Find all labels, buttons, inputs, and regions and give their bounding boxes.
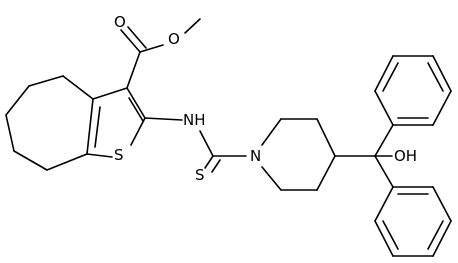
bond	[139, 44, 164, 53]
bond	[28, 75, 64, 87]
bond	[261, 166, 282, 191]
bond	[374, 124, 394, 157]
bond	[130, 117, 146, 146]
bond	[316, 155, 336, 191]
bond	[204, 155, 214, 169]
atom-s-thione: S	[195, 166, 205, 184]
atom-o-carbonyl: O	[114, 13, 126, 31]
bond	[374, 186, 394, 222]
atom-nh: NH	[183, 111, 206, 129]
atom-o-methoxy: O	[168, 30, 180, 48]
bond	[382, 62, 399, 92]
bond	[94, 106, 101, 148]
bond	[261, 118, 282, 146]
bond	[5, 85, 30, 116]
bond	[127, 26, 147, 49]
bond	[62, 75, 94, 100]
bond	[184, 18, 201, 34]
bond	[432, 90, 452, 126]
bond	[374, 90, 394, 126]
bond	[86, 98, 94, 155]
bond	[374, 155, 394, 188]
atom-n-piperidine: N	[250, 147, 261, 165]
bond	[199, 130, 214, 157]
bond	[374, 220, 394, 257]
bond	[432, 55, 452, 92]
bond	[374, 55, 394, 92]
bond	[13, 150, 48, 171]
bond	[432, 220, 452, 257]
bond	[144, 117, 183, 121]
bond	[5, 114, 15, 152]
bond	[92, 87, 128, 100]
atom-oh: OH	[394, 147, 417, 165]
bonds	[5, 18, 452, 257]
bond	[128, 97, 144, 122]
bond	[427, 62, 444, 92]
bond	[126, 51, 141, 89]
bond	[120, 29, 141, 53]
bond	[86, 153, 113, 158]
bond	[211, 159, 221, 173]
bond	[382, 220, 399, 250]
bond	[316, 118, 336, 157]
bond	[427, 220, 444, 250]
atom-s-thiophene: S	[114, 146, 124, 164]
atom-labels: O O S NH S N OH	[114, 13, 417, 184]
bond	[126, 87, 146, 119]
bond	[432, 186, 452, 222]
bond	[46, 153, 88, 171]
